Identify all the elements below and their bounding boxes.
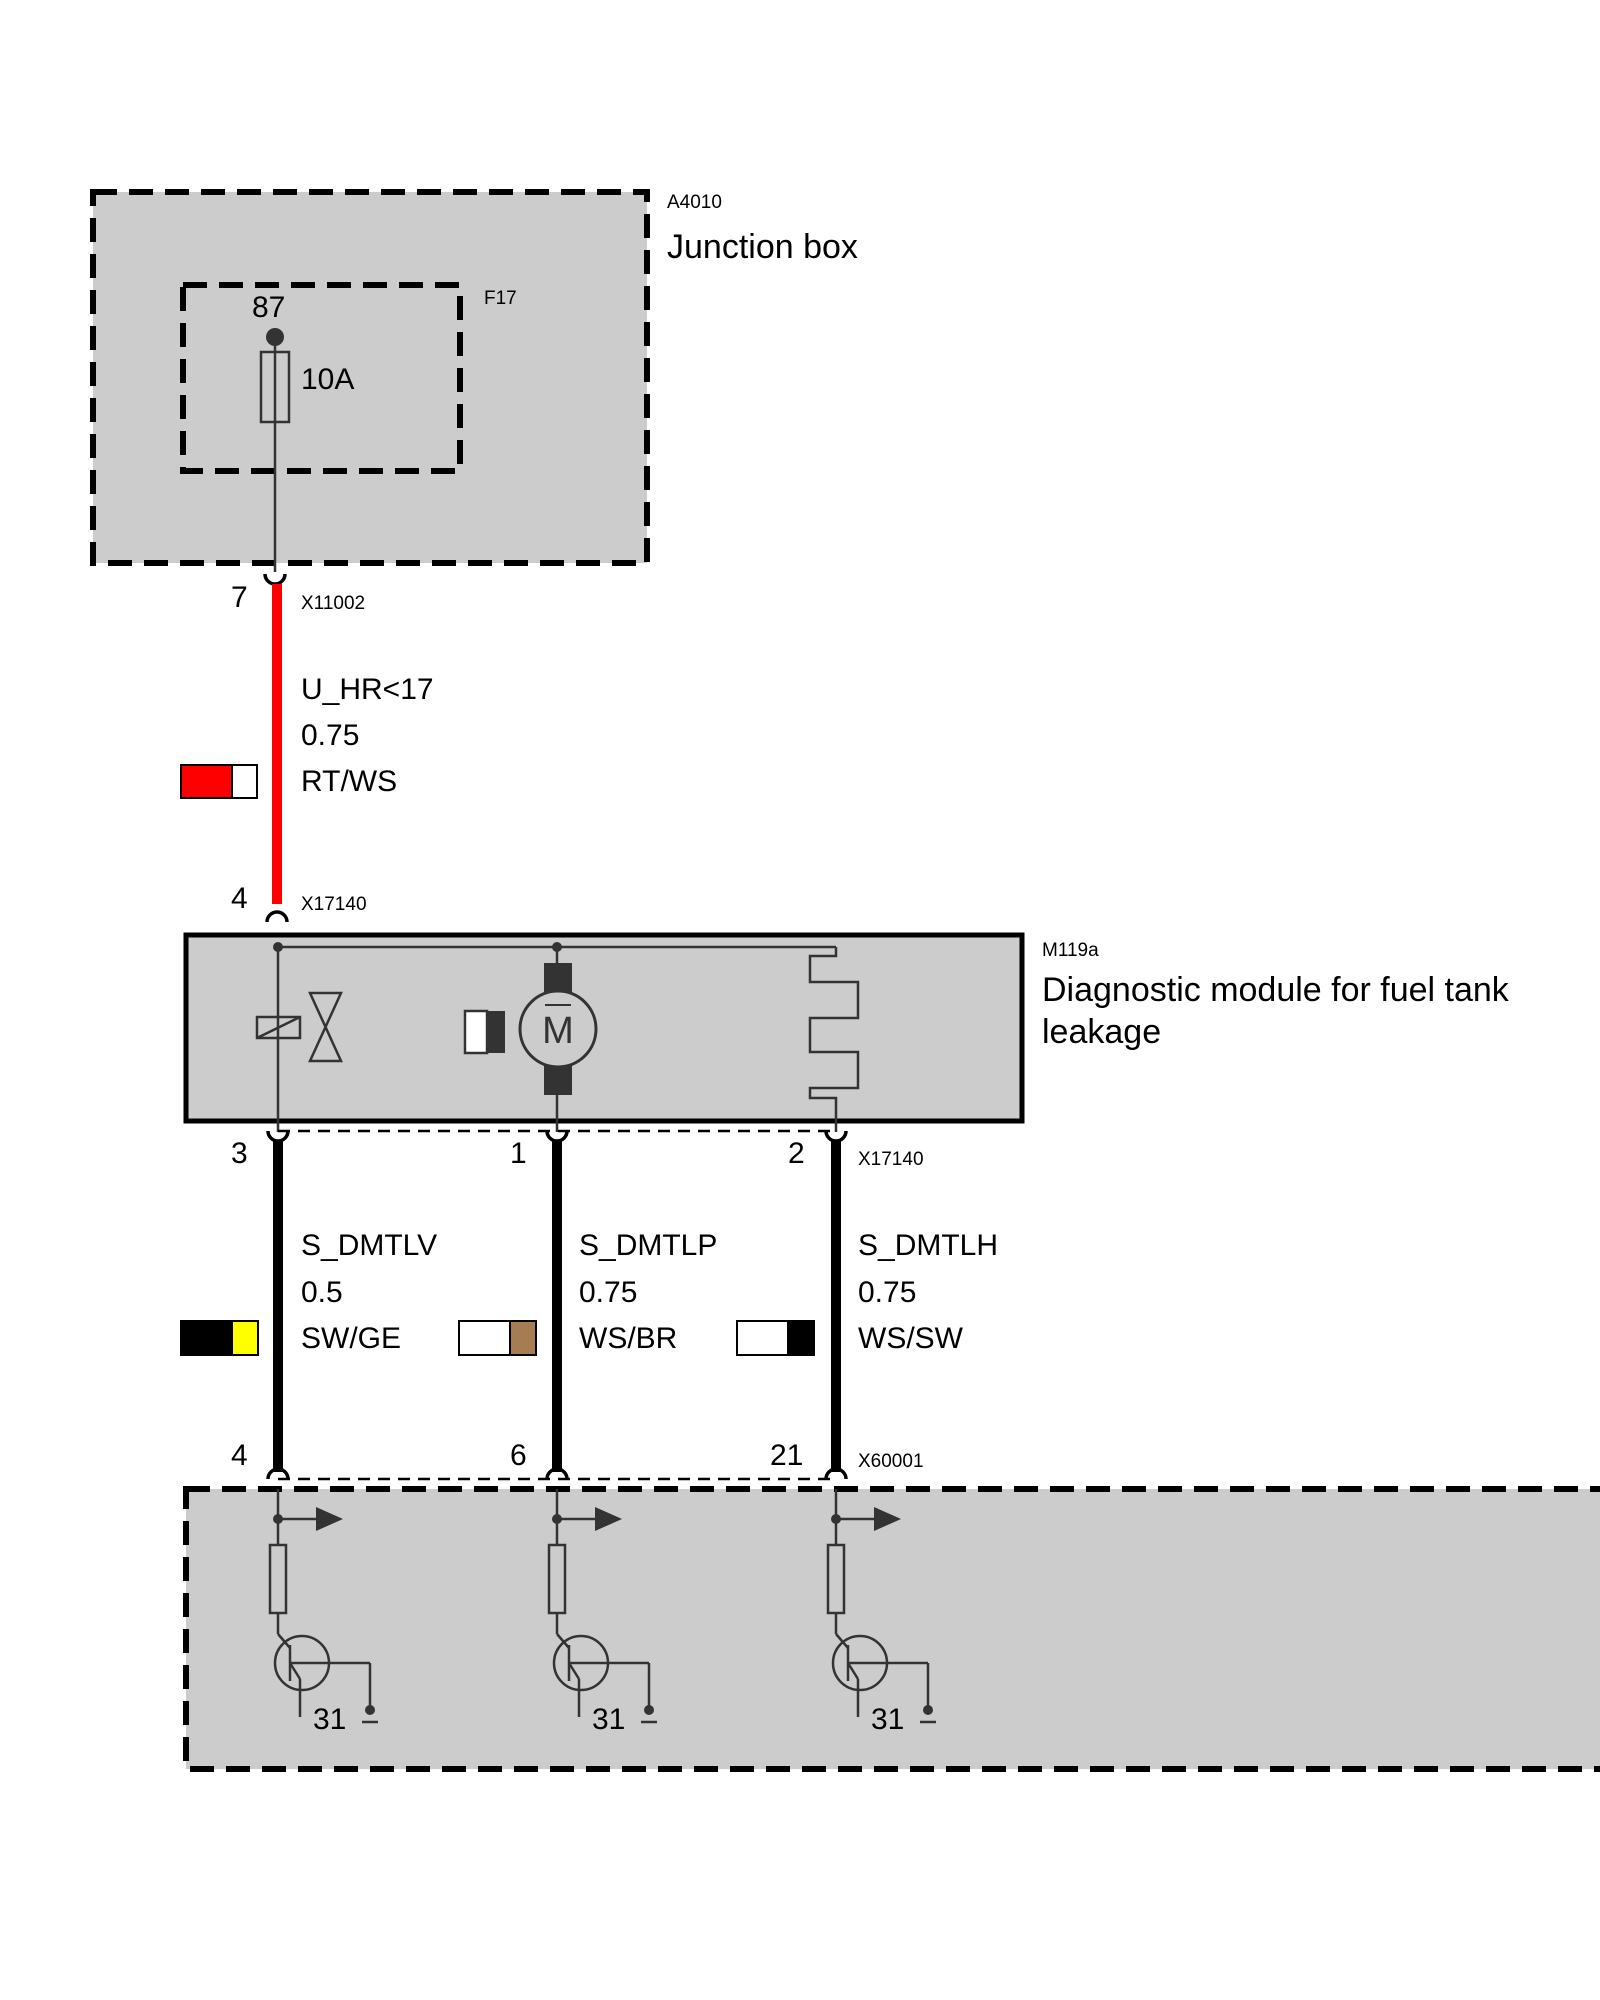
connector-x60001-pin-a: 4	[231, 1439, 248, 1472]
connector-x17140-pin2	[824, 1130, 848, 1143]
connector-x60001-pin6	[545, 1467, 569, 1480]
wire-3-color-code: WS/SW	[858, 1322, 964, 1355]
connector-x17140-bottom-pin-a: 3	[231, 1137, 248, 1170]
junction-box-id: A4010	[667, 192, 722, 213]
connector-x17140-bottom-pin-c: 2	[788, 1137, 805, 1170]
connector-x17140-pin3	[266, 1130, 290, 1143]
wire-3-gauge: 0.75	[858, 1276, 916, 1309]
motor-letter: M	[542, 1010, 574, 1052]
wire-supply-color-swatch	[180, 764, 258, 799]
connector-x11002-pin7	[263, 573, 287, 586]
fuse-id: F17	[484, 288, 517, 309]
connector-x17140-bottom-id: X17140	[858, 1149, 924, 1170]
fuse-f17-frame	[180, 282, 463, 474]
wire-3-color-swatch	[736, 1320, 815, 1356]
wire-1-gauge: 0.5	[301, 1276, 343, 1309]
connector-x60001-pin-c: 21	[770, 1439, 803, 1472]
ground-label-1: 31	[313, 1703, 346, 1736]
wire-2-color-swatch	[458, 1320, 537, 1356]
connector-x11002-id: X11002	[301, 593, 365, 614]
driver-stage-1: 31	[268, 1489, 378, 1736]
wire-1-color-code: SW/GE	[301, 1322, 401, 1355]
module-name-line1: Diagnostic module for fuel tank	[1042, 971, 1510, 1009]
wire-1-color-swatch	[180, 1320, 259, 1356]
module-id: M119a	[1042, 940, 1099, 961]
control-unit-frame	[183, 1486, 1600, 1772]
connector-x60001-pin21	[824, 1467, 848, 1480]
wire-2-color-code: WS/BR	[579, 1322, 677, 1355]
connector-x11002-pin-label: 7	[231, 581, 248, 614]
solenoid-valve-icon	[255, 991, 343, 1063]
wire-supply-color-code: RT/WS	[301, 765, 397, 798]
heater-element-icon	[808, 947, 860, 1132]
module-name-line2: leakage	[1042, 1013, 1161, 1051]
junction-box-name: Junction box	[667, 228, 858, 266]
wire-supply-signal: U_HR<17	[301, 673, 434, 706]
motor-connector-icon	[463, 1009, 505, 1055]
wire-supply-gauge: 0.75	[301, 719, 359, 752]
connector-x17140-pin1	[545, 1130, 569, 1143]
fuse-terminal: 87	[252, 291, 285, 324]
pump-motor-icon: M	[518, 963, 598, 1095]
wire-2-signal: S_DMTLP	[579, 1229, 717, 1262]
connector-x60001-id: X60001	[858, 1451, 924, 1472]
fuse-rating: 10A	[301, 363, 354, 396]
ground-label-3: 31	[871, 1703, 904, 1736]
driver-stage-3: 31	[826, 1489, 936, 1736]
wire-2-gauge: 0.75	[579, 1276, 637, 1309]
connector-x17140-top-id: X17140	[301, 894, 367, 915]
module-m119a-frame	[183, 932, 1025, 1124]
junction-box-frame	[90, 189, 650, 566]
driver-stage-2: 31	[547, 1489, 657, 1736]
wire-1-signal: S_DMTLV	[301, 1229, 437, 1262]
ground-label-2: 31	[592, 1703, 625, 1736]
connector-x17140-bottom-pin-b: 1	[510, 1137, 527, 1170]
wire-3-signal: S_DMTLH	[858, 1229, 998, 1262]
connector-x60001-pin-b: 6	[510, 1439, 527, 1472]
connector-x60001-pin4	[266, 1467, 290, 1480]
connector-x17140-pin4	[265, 910, 289, 923]
connector-x17140-top-pin-label: 4	[231, 882, 248, 915]
